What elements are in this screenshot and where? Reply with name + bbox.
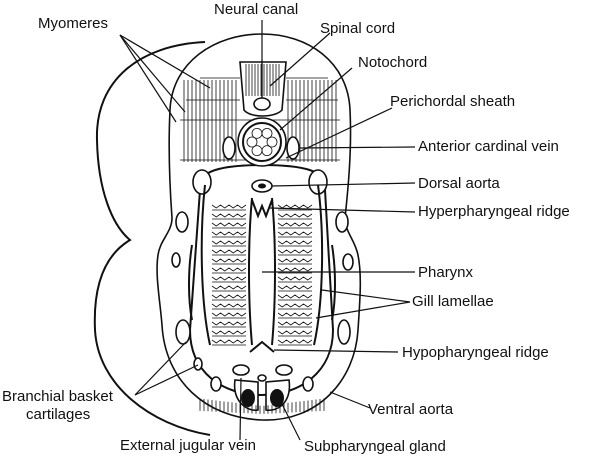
neural-tube-stripes xyxy=(245,64,280,96)
label-spinal-cord: Spinal cord xyxy=(320,20,395,37)
label-myomeres: Myomeres xyxy=(38,15,108,32)
external-jugular-vein-right xyxy=(275,364,293,376)
label-anterior-cardinal-vein: Anterior cardinal vein xyxy=(418,138,559,155)
label-branchial-basket-line1: Branchial basket xyxy=(2,388,114,405)
label-hypopharyngeal-ridge: Hypopharyngeal ridge xyxy=(402,344,549,361)
notochord-cells xyxy=(246,127,278,157)
label-gill-lamellae: Gill lamellae xyxy=(412,293,494,310)
lateral-cartilages xyxy=(171,252,354,345)
leader-lines xyxy=(119,20,416,441)
anterior-cardinal-vein-left xyxy=(222,136,236,160)
notochord-shape xyxy=(242,122,282,162)
neural-canal xyxy=(253,97,271,111)
gill-column-left xyxy=(200,184,253,346)
anterior-cardinal-vein-right xyxy=(286,136,300,160)
dorsal-cartilages xyxy=(175,169,349,233)
label-neural-canal: Neural canal xyxy=(214,1,298,18)
hypopharyngeal-ridge-shape xyxy=(249,340,275,353)
perichordal-sheath-shape xyxy=(237,117,287,167)
label-dorsal-aorta: Dorsal aorta xyxy=(418,175,500,192)
label-perichordal-sheath: Perichordal sheath xyxy=(390,93,515,110)
label-external-jugular-vein: External jugular vein xyxy=(120,437,256,454)
label-notochord: Notochord xyxy=(358,54,427,71)
label-pharynx: Pharynx xyxy=(418,264,474,281)
label-ventral-aorta: Ventral aorta xyxy=(368,401,454,418)
gill-column-right xyxy=(271,184,324,346)
label-hyperpharyngeal-ridge: Hyperpharyngeal ridge xyxy=(418,203,570,220)
external-jugular-vein-shape xyxy=(232,364,250,376)
ventral-cartilages xyxy=(193,357,314,392)
spinal-cord-shape xyxy=(239,61,287,117)
label-branchial-basket-line2: cartilages xyxy=(26,406,90,423)
outer-skin-outline xyxy=(93,41,211,436)
hyperpharyngeal-ridge-shape xyxy=(251,199,273,219)
label-subpharyngeal-gland: Subpharyngeal gland xyxy=(304,438,446,455)
